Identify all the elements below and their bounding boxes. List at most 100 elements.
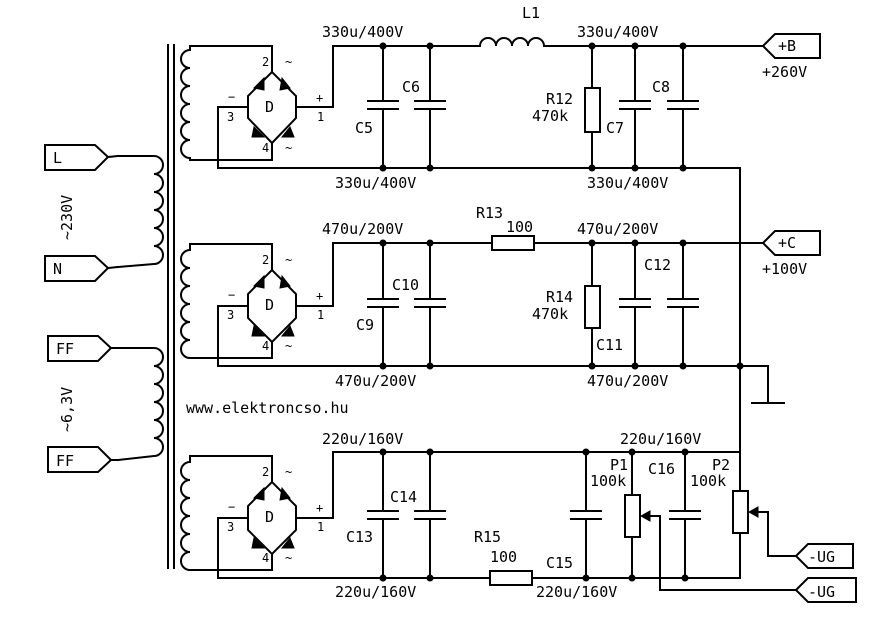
bridge-ug-pin-1: 1 <box>317 520 324 534</box>
cap-c10-label: C10 <box>392 276 419 294</box>
cap-c16-label: C16 <box>648 460 675 478</box>
section-b-wiring <box>217 37 764 443</box>
connector-ug-2 <box>794 577 857 603</box>
section-b-labels: 330u/400V 330u/400V 330u/400V 330u/400V … <box>322 4 670 192</box>
heater-winding <box>116 347 164 462</box>
bridge-c-pin-2: 2 <box>262 253 269 267</box>
output-connectors: +B +260V +C +100V -UG -UG <box>761 33 857 603</box>
cap-value-c-bottom-right: 470u/200V <box>587 372 668 390</box>
svg-text:~: ~ <box>285 465 292 479</box>
bridge-ug-pin-2: 2 <box>262 465 269 479</box>
svg-text:~: ~ <box>285 253 292 267</box>
cap-value-c-top-right: 470u/200V <box>577 220 658 238</box>
connector-n-label: N <box>53 260 62 278</box>
svg-text:~: ~ <box>285 551 292 565</box>
potentiometer-p2-name: P2 <box>712 456 730 474</box>
cap-value-c-bottom-left: 470u/200V <box>335 372 416 390</box>
watermark-url: www.elektroncso.hu <box>186 399 349 417</box>
cap-c11-label: C11 <box>596 336 623 354</box>
connector-plus-b-label: +B <box>778 37 796 55</box>
cap-value-b-bottom-right: 330u/400V <box>587 174 668 192</box>
resistor-r14 <box>584 285 601 329</box>
section-c-labels: 470u/200V 470u/200V 470u/200V 470u/200V … <box>322 204 671 390</box>
resistor-r13 <box>491 235 535 251</box>
bridge-c-pin-1: 1 <box>317 308 324 322</box>
bridge-rectifier-b: 2 ~ − 3 D + 1 4 ~ <box>189 45 334 169</box>
cap-c9-label: C9 <box>356 316 374 334</box>
potentiometer-p1-name: P1 <box>610 456 628 474</box>
cap-c6-label: C6 <box>402 78 420 96</box>
svg-text:~: ~ <box>285 339 292 353</box>
connector-ff-top <box>47 335 113 362</box>
bridge-b-pin-2: 2 <box>262 55 269 69</box>
bridge-ug-pin-4: 4 <box>262 551 269 565</box>
svg-text:−: − <box>228 90 235 104</box>
resistor-r13-name: R13 <box>476 204 503 222</box>
potentiometer-p1-value: 100k <box>590 472 626 490</box>
svg-text:~: ~ <box>285 141 292 155</box>
primary-winding <box>116 155 164 269</box>
rail-plus-b-voltage: +260V <box>762 63 807 81</box>
secondary-winding-b <box>180 45 191 161</box>
resistor-r12 <box>584 87 601 133</box>
resistor-r15-value: 100 <box>490 548 517 566</box>
svg-text:+: + <box>316 91 323 105</box>
bridge-rectifier-ug: 2 ~ − 3 D + 1 4 ~ <box>189 451 334 579</box>
cap-c8-label: C8 <box>652 78 670 96</box>
cap-value-b-top-left: 330u/400V <box>322 23 403 41</box>
connector-n <box>44 255 110 282</box>
resistor-r12-value: 470k <box>532 107 568 125</box>
secondary-winding-c <box>180 243 192 360</box>
svg-text:~: ~ <box>285 55 292 69</box>
bridge-b-name: D <box>265 98 274 116</box>
bridge-b-pin-4: 4 <box>262 141 269 155</box>
connector-l <box>44 144 110 171</box>
input-connectors: L N ~230V FF FF ~6,3V <box>44 144 120 473</box>
bridge-c-pin-4: 4 <box>262 339 269 353</box>
bridge-rectifier-c: 2 ~ − 3 D + 1 4 ~ <box>189 242 334 367</box>
bridge-c-name: D <box>265 296 274 314</box>
connector-ug-1 <box>794 543 854 569</box>
resistor-r13-value: 100 <box>506 218 533 236</box>
inductor-l1-label: L1 <box>522 4 540 22</box>
resistor-r15-name: R15 <box>474 528 501 546</box>
inductor-l1 <box>478 37 546 48</box>
bridge-ug-name: D <box>265 508 274 526</box>
connector-ff-bottom <box>47 446 113 473</box>
bridge-b-pin-3: 3 <box>227 110 234 124</box>
cap-value-ug-bottom-left: 220u/160V <box>335 583 416 601</box>
cap-value-ug-top-right: 220u/160V <box>620 430 701 448</box>
bridge-ug-pin-3: 3 <box>227 520 234 534</box>
connector-ug-2-label: -UG <box>808 583 835 601</box>
transformer <box>116 44 192 572</box>
cap-c7-label: C7 <box>606 119 624 137</box>
svg-text:−: − <box>228 500 235 514</box>
connector-ug-1-label: -UG <box>808 548 835 566</box>
cap-value-ug-top-left: 220u/160V <box>322 430 403 448</box>
potentiometer-p2-value: 100k <box>690 472 726 490</box>
bridge-c-pin-3: 3 <box>227 308 234 322</box>
cap-c5-label: C5 <box>355 119 373 137</box>
potentiometer-p2-wiper <box>747 506 759 518</box>
svg-text:−: − <box>228 288 235 302</box>
cap-value-b-top-right: 330u/400V <box>577 23 658 41</box>
connector-ff-bottom-label: FF <box>56 452 74 470</box>
cap-value-b-bottom-left: 330u/400V <box>335 174 416 192</box>
resistor-r14-name: R14 <box>546 288 573 306</box>
cap-c15-label: C15 <box>546 554 573 572</box>
cap-value-c-top-left: 470u/200V <box>322 220 403 238</box>
connector-ff-top-label: FF <box>56 340 74 358</box>
secondary-winding-ug <box>180 455 192 572</box>
rail-plus-c-voltage: +100V <box>762 260 807 278</box>
connector-plus-c <box>761 230 821 256</box>
connector-l-label: L <box>53 149 62 167</box>
section-c-wiring <box>217 235 785 404</box>
resistor-r15 <box>489 570 533 586</box>
cap-c14-label: C14 <box>390 488 417 506</box>
mains-voltage-label: ~230V <box>58 195 76 240</box>
cap-c12-label: C12 <box>644 256 671 274</box>
section-ug-labels: 220u/160V 220u/160V 220u/160V 220u/160V … <box>322 430 730 601</box>
potentiometer-p2 <box>732 490 749 534</box>
